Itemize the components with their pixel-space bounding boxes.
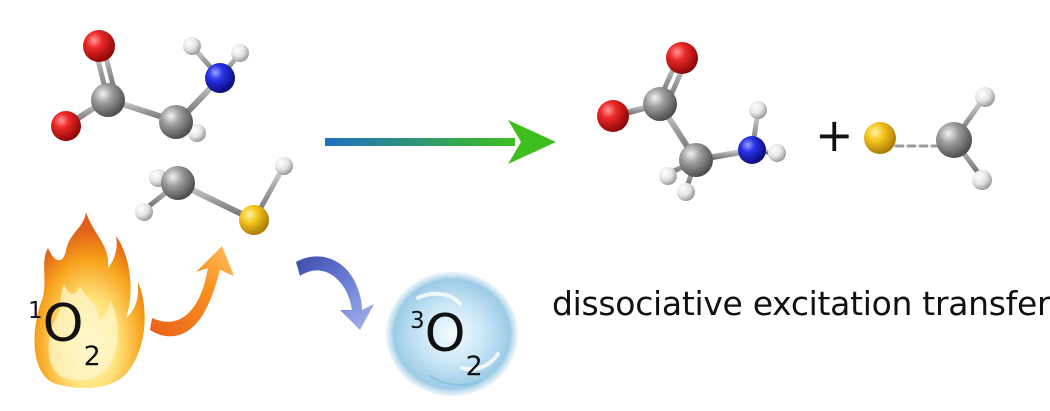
carbon-atom xyxy=(159,105,193,139)
oxygen-atom xyxy=(666,42,698,74)
hydrogen-atom xyxy=(972,170,992,190)
sulfur-atom xyxy=(864,122,896,154)
flame-graphic xyxy=(34,212,145,389)
carbon-atom xyxy=(679,143,713,177)
hydrogen-atom xyxy=(768,144,786,162)
hydrogen-atom xyxy=(677,183,695,201)
energy-arrow-out xyxy=(296,256,374,330)
carbon-atom xyxy=(161,166,195,200)
hydrogen-atom xyxy=(659,167,677,185)
carbon-atom xyxy=(643,87,677,121)
singlet-oxygen-label: 1O2 xyxy=(28,298,101,370)
thio-fragment xyxy=(864,87,995,190)
hydrogen-atom xyxy=(275,157,293,175)
cysteine-molecule xyxy=(51,30,293,235)
carbon-atom xyxy=(936,122,972,158)
nitrogen-atom xyxy=(205,63,235,93)
oxygen-atom xyxy=(83,30,115,62)
hydrogen-atom xyxy=(188,124,206,142)
singlet-oxygen-symbol: O xyxy=(42,294,84,354)
hydrogen-atom xyxy=(975,87,995,107)
triplet-oxygen-symbol: O xyxy=(424,304,466,364)
carbon-atom xyxy=(91,83,125,117)
hydrogen-atom xyxy=(231,44,249,62)
reaction-arrow xyxy=(325,120,556,164)
diagram-caption: dissociative excitation transfer xyxy=(552,284,1050,323)
singlet-oxygen-subscript: 2 xyxy=(83,341,101,372)
triplet-oxygen-label: 3O2 xyxy=(410,308,483,380)
oxygen-atom xyxy=(51,111,81,141)
singlet-oxygen-superscript: 1 xyxy=(28,298,43,324)
plus-sign: + xyxy=(815,108,854,162)
hydrogen-atom xyxy=(749,101,767,119)
energy-arrow-in xyxy=(150,246,234,337)
triplet-glow-graphic xyxy=(386,272,518,396)
nitrogen-atom xyxy=(738,136,766,164)
sulfur-atom xyxy=(239,205,269,235)
triplet-oxygen-subscript: 2 xyxy=(465,351,483,382)
amino-acid-fragment xyxy=(597,42,786,201)
oxygen-atom xyxy=(597,100,629,132)
triplet-oxygen-superscript: 3 xyxy=(410,308,425,334)
hydrogen-atom xyxy=(135,203,153,221)
hydrogen-atom xyxy=(183,37,201,55)
